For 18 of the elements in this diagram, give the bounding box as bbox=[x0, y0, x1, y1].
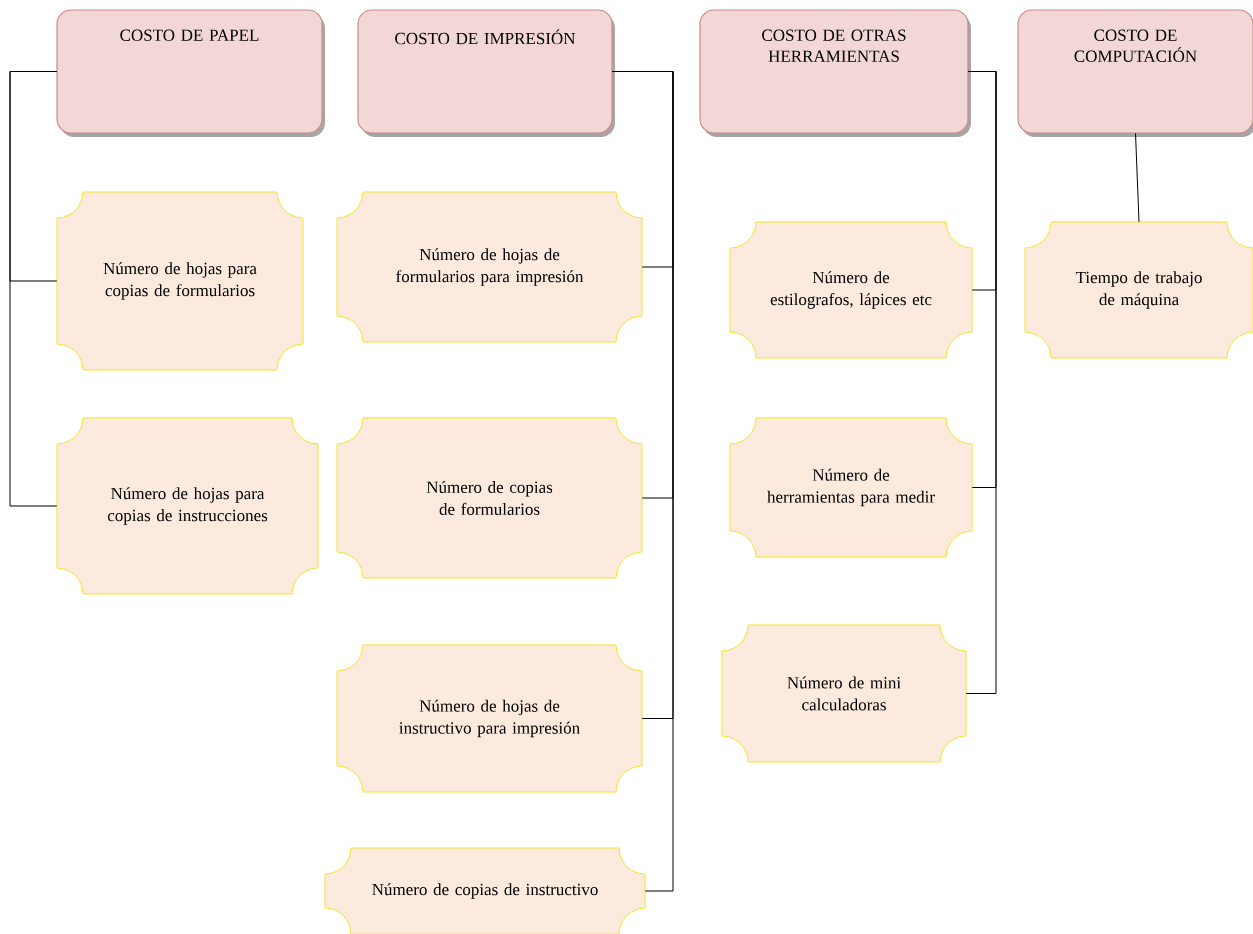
item-box: Número de hojas de formularios para impresión bbox=[336, 191, 643, 343]
item-box: Número de herramientas para medir bbox=[729, 417, 973, 558]
category-box: COSTO DE COMPUTACIÓN bbox=[1017, 9, 1253, 137]
category-box: COSTO DE IMPRESIÓN bbox=[357, 9, 615, 137]
item-box: Número de hojas para copias de instrucciones bbox=[56, 417, 319, 595]
item-box: Número de copias de instructivo bbox=[324, 847, 646, 934]
connector-line bbox=[9, 71, 58, 507]
connector-line bbox=[1135, 132, 1140, 223]
item-box: Número de copias de formularios bbox=[336, 417, 643, 579]
connector-line bbox=[965, 71, 997, 694]
item-box: Número de mini calculadoras bbox=[721, 624, 967, 763]
category-box: COSTO DE OTRAS HERRAMIENTAS bbox=[699, 9, 971, 137]
item-box: Número de hojas de instructivo para impresión bbox=[336, 644, 643, 793]
item-box: Número de estilografos, lápices etc bbox=[729, 221, 973, 359]
connector-line bbox=[611, 71, 674, 892]
item-box: Tiempo de trabajo de máquina bbox=[1024, 221, 1253, 359]
item-box: Número de hojas para copias de formularios bbox=[56, 191, 304, 371]
category-box: COSTO DE PAPEL bbox=[56, 9, 325, 137]
